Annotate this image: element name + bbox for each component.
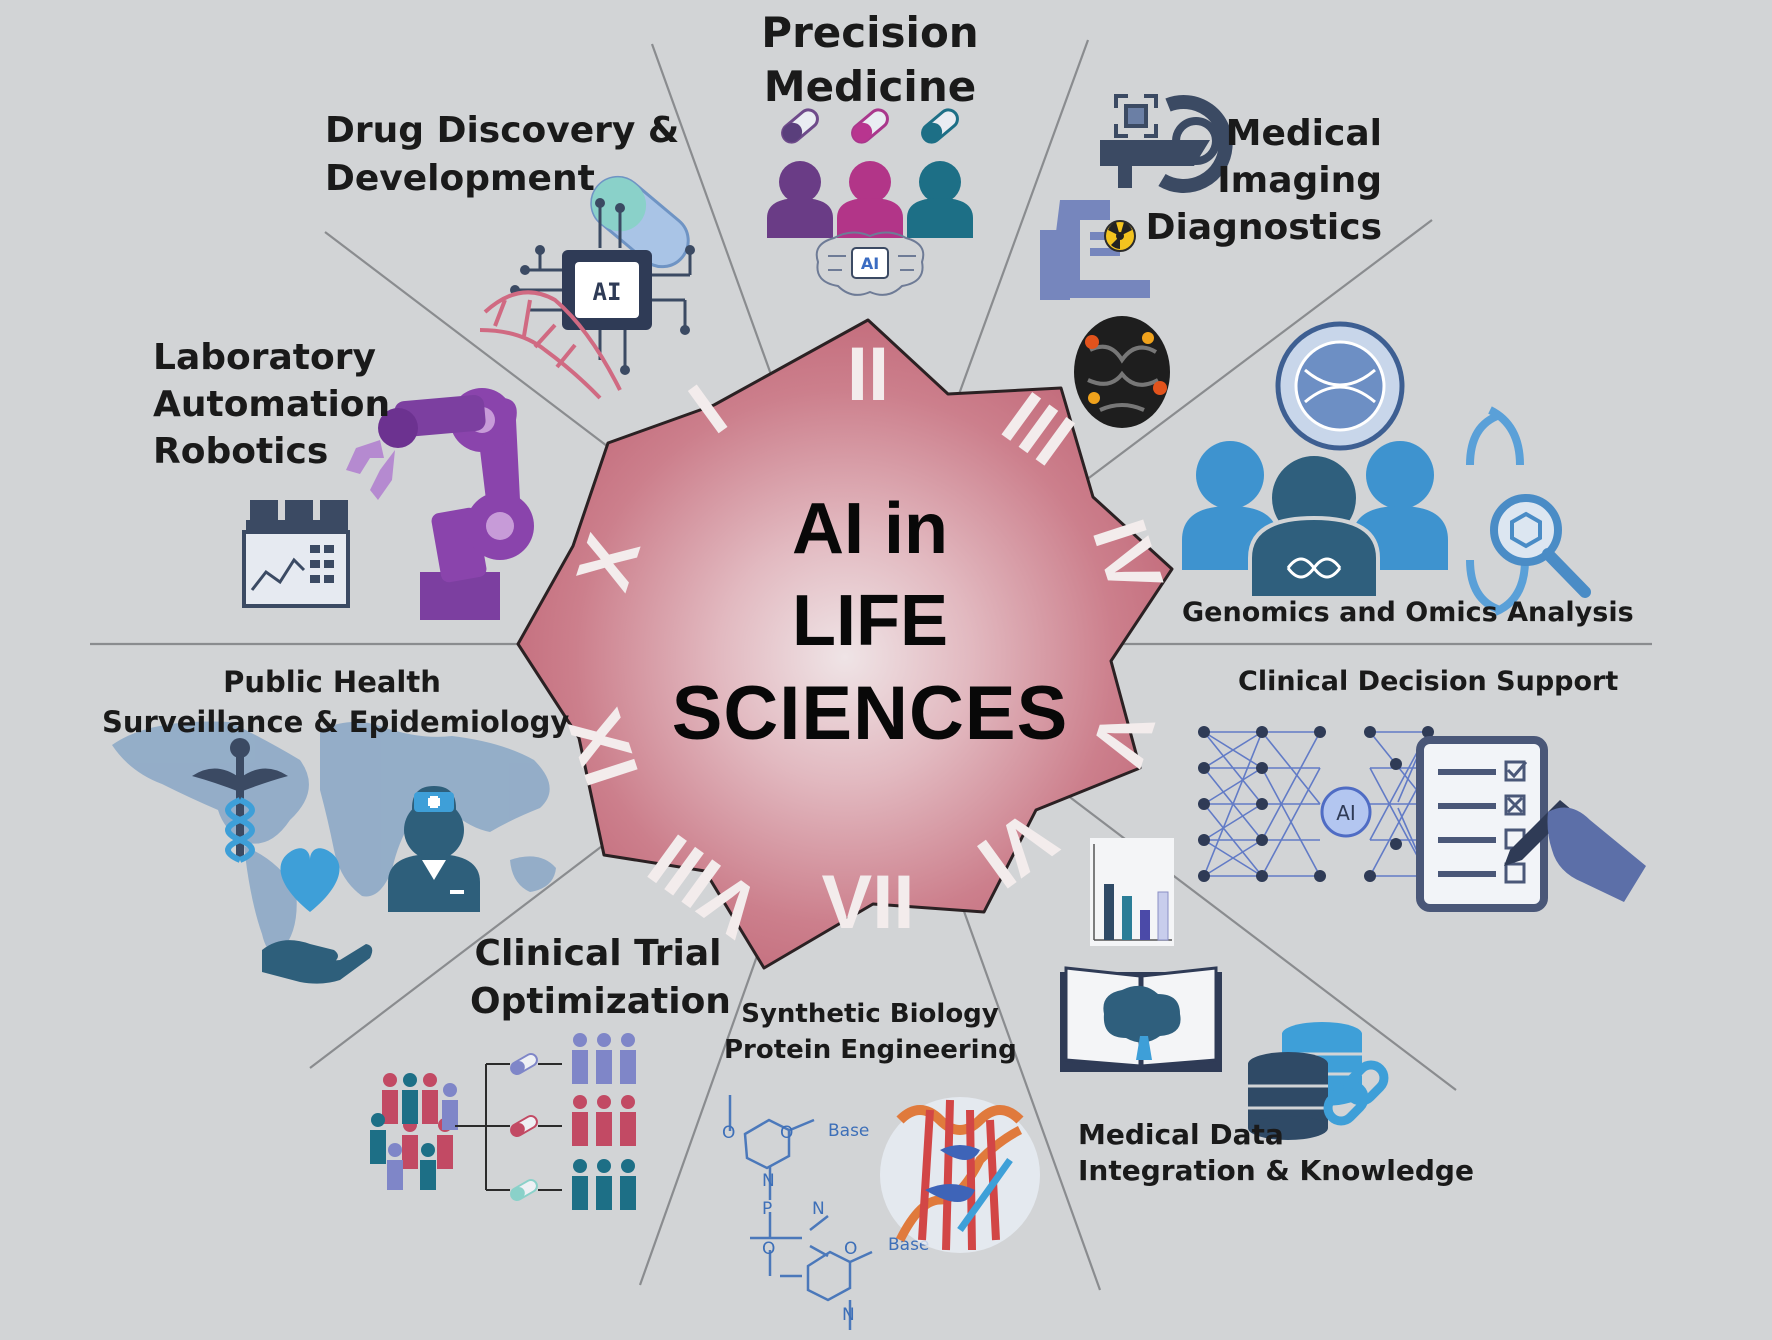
label-public-health: Public Health Surveillance & Epidemiolog… (102, 662, 570, 742)
atom-n-label: N (762, 1171, 775, 1191)
neural-network-icon (1198, 726, 1434, 882)
atom-o-label: O (844, 1239, 857, 1259)
person-icon (837, 161, 903, 238)
person-icon (767, 161, 833, 238)
numeral-7: VII (822, 860, 915, 945)
person-icon (1182, 441, 1278, 570)
label-medical-imaging: Medical Imaging Diagnostics (1110, 110, 1382, 251)
link-icon (1323, 1060, 1389, 1126)
center-title-line2: LIFE (792, 581, 948, 661)
checklist-icon (1416, 736, 1548, 912)
ai-node-label: AI (1336, 801, 1356, 825)
ai-chip-label: AI (593, 278, 622, 306)
label-lab-automation: Laboratory Automation Robotics (153, 334, 390, 475)
label-synthetic-biology: Synthetic Biology Protein Engineering (724, 996, 1017, 1068)
drug-discovery-icon: AI (479, 175, 695, 400)
label-line: Medical (1225, 113, 1382, 154)
patient-group-icon (370, 1073, 458, 1190)
label-line: Imaging (1217, 160, 1382, 201)
magnifier-icon (1490, 494, 1562, 566)
morpholino-structure-icon (728, 1095, 873, 1330)
bar-chart-icon (1090, 838, 1174, 946)
label-drug-discovery: Drug Discovery & Development (325, 107, 679, 203)
label-line: Development (325, 158, 595, 199)
center-title: AI in LIFE SCIENCES (635, 483, 1105, 761)
dna-icon (479, 290, 622, 400)
label-line: Precision (761, 8, 979, 57)
writing-hand-icon (1504, 800, 1646, 902)
pill-icon (510, 1053, 538, 1201)
label-genomics: Genomics and Omics Analysis (1182, 597, 1634, 628)
atom-p-label: P (762, 1199, 772, 1219)
center-title-line3: SCIENCES (671, 671, 1069, 756)
label-line: Clinical Trial (474, 933, 722, 974)
label-clinical-trial: Clinical Trial Optimization (470, 930, 731, 1026)
structure-labels: O O Base N P N O O Base N (722, 1121, 929, 1325)
label-line: Laboratory (153, 337, 376, 378)
label-line: Protein Engineering (724, 1035, 1017, 1065)
atom-o-label: O (762, 1239, 775, 1259)
numeral-2: II (847, 332, 889, 417)
atom-o-label: O (722, 1123, 735, 1143)
genomics-icon (1182, 321, 1591, 616)
atom-n-label: N (842, 1305, 855, 1325)
brain-book-icon (1060, 966, 1222, 1072)
nurse-icon (388, 786, 480, 912)
label-line: Robotics (153, 431, 329, 472)
atom-n-label: N (812, 1199, 825, 1219)
lab-monitor-icon (242, 500, 350, 608)
label-line: Optimization (470, 981, 731, 1022)
person-icon (907, 161, 973, 238)
scan-frame-icon (1114, 94, 1158, 138)
center-title-line1: AI in (792, 489, 948, 569)
ai-chip-label: AI (861, 254, 879, 273)
world-map-icon (112, 721, 556, 953)
label-line: Integration & Knowledge (1078, 1154, 1474, 1187)
label-line: Medical Data (1078, 1118, 1284, 1151)
medical-imaging-icon (1040, 94, 1233, 428)
label-precision-medicine: Precision Medicine (730, 6, 1010, 114)
brain-scan-icon (1074, 316, 1170, 428)
trial-arrows-icon (455, 1063, 562, 1191)
ai-brain-icon (815, 231, 925, 296)
label-line: Diagnostics (1145, 207, 1382, 248)
label-line: Automation (153, 384, 391, 425)
heart-hand-icon (262, 848, 373, 984)
label-line: Synthetic Biology (741, 999, 999, 1029)
dna-icon (1466, 406, 1529, 616)
trial-arm-groups-icon (572, 1033, 636, 1210)
person-icon (1248, 452, 1380, 600)
label-line: Surveillance & Epidemiology (102, 705, 570, 739)
central-star (516, 318, 1174, 970)
protein-structure-icon (880, 1097, 1040, 1253)
robot-arm-icon (346, 388, 534, 620)
precision-medicine-icon: AI (767, 108, 973, 296)
label-line: Public Health (223, 665, 441, 699)
label-clinical-decision: Clinical Decision Support (1238, 666, 1619, 697)
label-line: Medicine (763, 62, 977, 111)
atom-o-label: O (780, 1123, 793, 1143)
xray-machine-icon (1040, 200, 1150, 300)
label-medical-data: Medical Data Integration & Knowledge (1078, 1117, 1474, 1189)
label-line: Drug Discovery & (325, 110, 680, 151)
base-label: Base (828, 1121, 869, 1141)
caduceus-icon (192, 738, 288, 863)
